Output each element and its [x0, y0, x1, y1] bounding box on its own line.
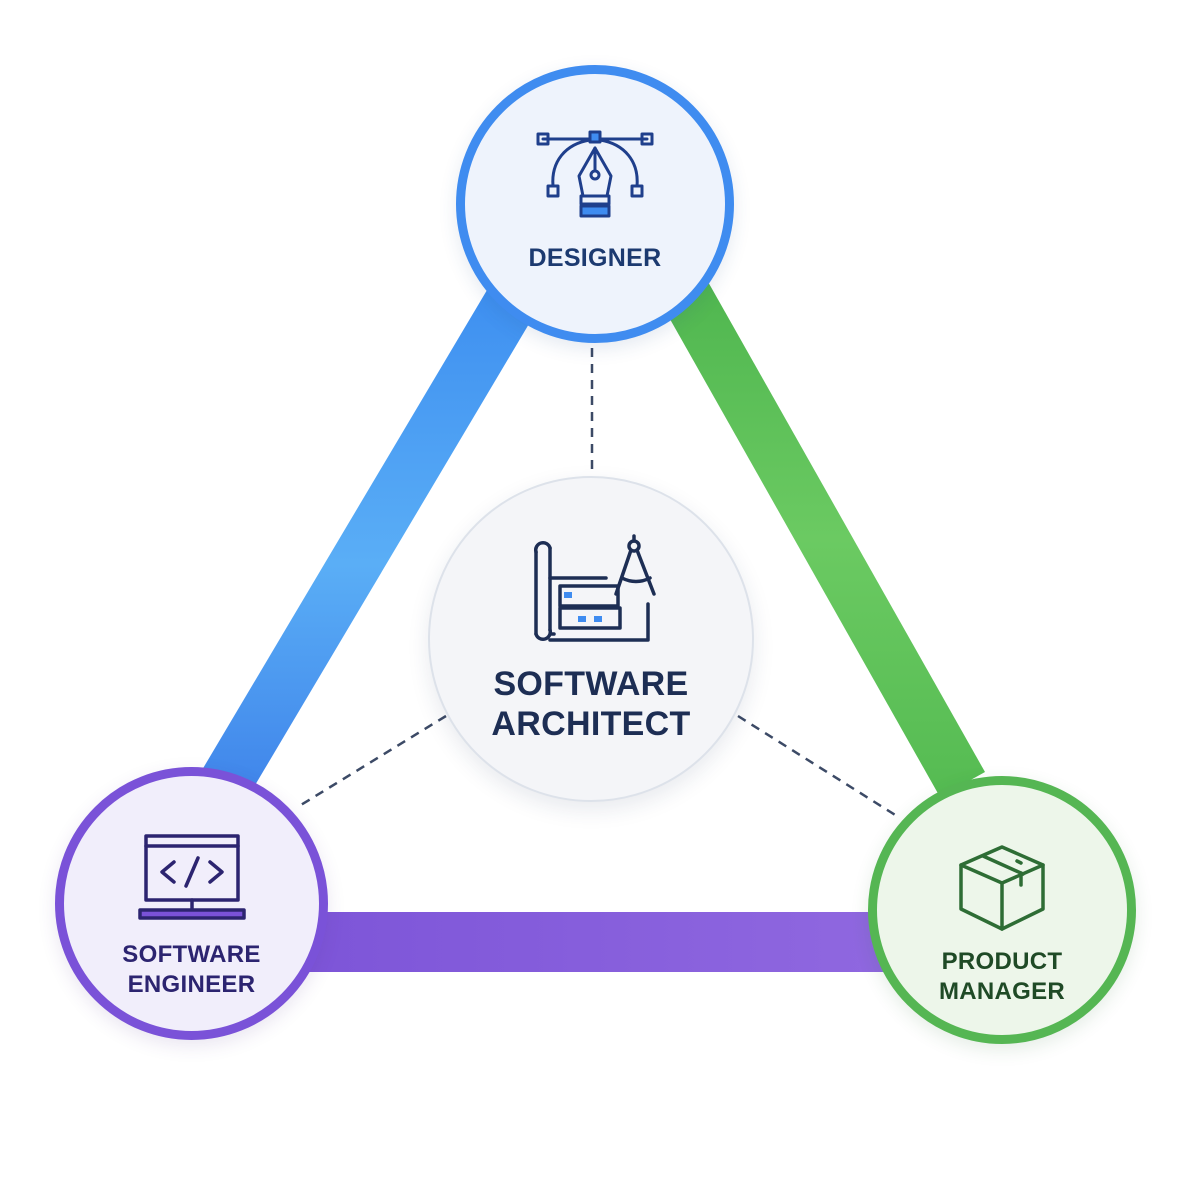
- designer-node[interactable]: DESIGNER: [456, 65, 734, 343]
- edge-designer-engineer: [202, 280, 539, 797]
- package-box-icon: [959, 845, 1045, 931]
- edge-engineer-product: [300, 912, 900, 972]
- product-manager-node[interactable]: PRODUCT MANAGER: [868, 776, 1136, 1044]
- code-monitor-icon: [137, 834, 246, 920]
- pen-tool-bezier-icon: [536, 130, 654, 218]
- edge-designer-product: [662, 280, 985, 797]
- blueprint-compass-icon: [533, 534, 656, 642]
- edge-architect-product: [737, 714, 901, 820]
- product-manager-label: PRODUCT MANAGER: [938, 948, 1066, 1005]
- edge-architect-engineer: [295, 714, 447, 810]
- software-architect-label: SOFTWARE ARCHITECT: [491, 665, 691, 743]
- software-architect-node[interactable]: SOFTWARE ARCHITECT: [428, 476, 754, 802]
- designer-label: DESIGNER: [528, 244, 662, 272]
- software-engineer-label: SOFTWARE ENGINEER: [122, 941, 261, 998]
- software-engineer-node[interactable]: SOFTWARE ENGINEER: [55, 767, 328, 1040]
